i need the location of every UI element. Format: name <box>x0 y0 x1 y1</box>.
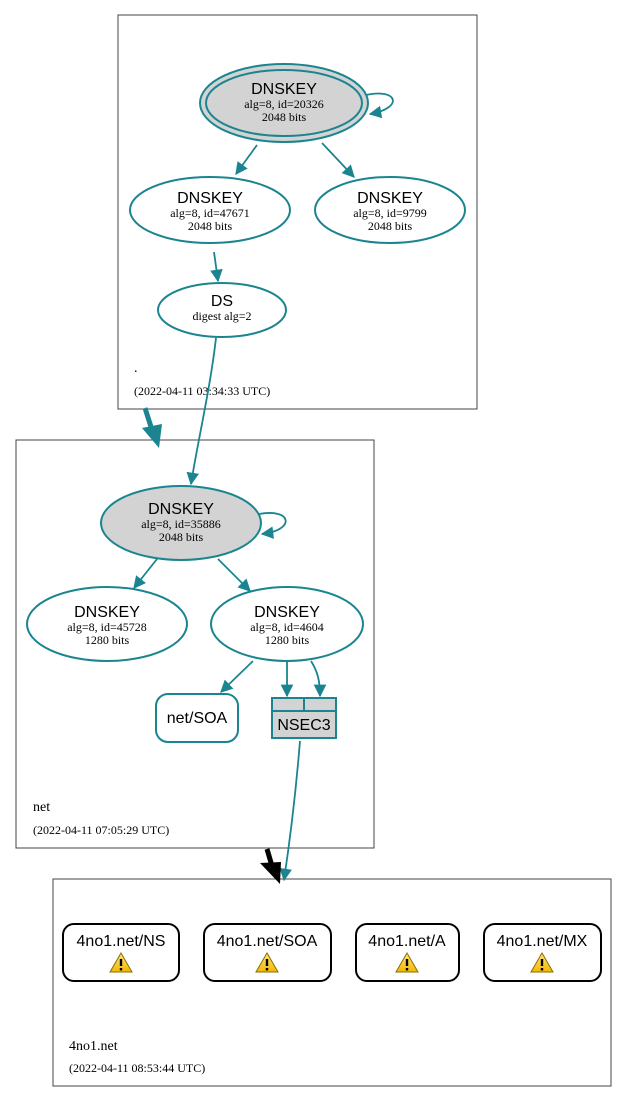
warning-icon <box>395 952 419 973</box>
net-nsec3-to-domain-edge <box>279 740 301 882</box>
net-soa-node[interactable]: net/SOA <box>155 693 239 743</box>
zone-domain-name: 4no1.net <box>69 1039 118 1054</box>
net-zsk2-to-soa-edge <box>220 660 254 693</box>
net-nsec3-node[interactable]: NSEC3 <box>271 697 337 739</box>
root-ds-node[interactable]: DS digest alg=2 <box>157 282 287 338</box>
root-ksk-node[interactable]: DNSKEY alg=8, id=20326 2048 bits <box>199 63 369 143</box>
root-zsk2-line2: 2048 bits <box>368 219 413 233</box>
net-soa-label: net/SOA <box>167 710 228 727</box>
zone-root-name: . <box>134 361 138 376</box>
zone-net-name: net <box>33 800 50 815</box>
net-ksk-to-zsk1-edge <box>133 558 158 589</box>
net-nsec3-label: NSEC3 <box>277 717 330 734</box>
record-mx-node[interactable]: 4no1.net/MX <box>483 923 602 982</box>
zone-net-timestamp: (2022-04-11 07:05:29 UTC) <box>33 823 169 837</box>
root-ds-title: DS <box>211 293 233 310</box>
record-ns-label: 4no1.net/NS <box>77 933 166 950</box>
net-zsk1-line1: alg=8, id=45728 <box>67 620 147 634</box>
zone-domain: 4no1.net/NS 4no1.net/SOA 4no1.net/A <box>52 878 612 1087</box>
root-ksk-to-zsk2-edge <box>321 142 355 178</box>
root-zsk2-title: DNSKEY <box>357 190 423 207</box>
root-zsk1-line1: alg=8, id=47671 <box>170 206 250 220</box>
warning-icon <box>109 952 133 973</box>
record-a-node[interactable]: 4no1.net/A <box>355 923 460 982</box>
net-zsk1-title: DNSKEY <box>74 604 140 621</box>
net-ksk-title: DNSKEY <box>148 501 214 518</box>
zone-domain-timestamp: (2022-04-11 08:53:44 UTC) <box>69 1061 205 1075</box>
record-mx-label: 4no1.net/MX <box>497 933 588 950</box>
root-ksk-to-zsk1-edge <box>235 144 258 176</box>
record-a-label: 4no1.net/A <box>368 933 446 950</box>
root-ds-to-net-ksk-edge <box>186 337 217 486</box>
root-zsk2-node[interactable]: DNSKEY alg=8, id=9799 2048 bits <box>314 176 466 244</box>
net-zsk2-line1: alg=8, id=4604 <box>250 620 324 634</box>
root-ds-line1: digest alg=2 <box>192 309 251 323</box>
root-ksk-line2: 2048 bits <box>262 110 307 124</box>
warning-icon <box>255 952 279 973</box>
root-ksk-self-signature-edge <box>365 92 394 119</box>
net-ksk-line1: alg=8, id=35886 <box>141 517 221 531</box>
net-zsk1-node[interactable]: DNSKEY alg=8, id=45728 1280 bits <box>26 586 188 662</box>
net-ksk-self-signature-edge <box>258 512 287 539</box>
root-ksk-line1: alg=8, id=20326 <box>244 97 324 111</box>
zone-domain-box <box>52 878 612 1087</box>
root-ksk-inner-ring <box>205 69 363 137</box>
net-ksk-line2: 2048 bits <box>159 530 204 544</box>
record-ns-node[interactable]: 4no1.net/NS <box>62 923 180 982</box>
delegation-net-to-domain-arrow <box>260 848 281 884</box>
zone-net: DNSKEY alg=8, id=35886 2048 bits DNSKEY … <box>15 439 375 849</box>
root-zsk2-line1: alg=8, id=9799 <box>353 206 427 220</box>
net-zsk1-line2: 1280 bits <box>85 633 130 647</box>
net-ksk-to-zsk2-edge <box>217 558 251 592</box>
net-zsk2-line2: 1280 bits <box>265 633 310 647</box>
warning-icon <box>530 952 554 973</box>
root-zsk1-title: DNSKEY <box>177 190 243 207</box>
net-zsk2-to-nsec3-edge-b <box>310 660 327 698</box>
root-ksk-title: DNSKEY <box>251 81 317 98</box>
net-zsk2-node[interactable]: DNSKEY alg=8, id=4604 1280 bits <box>210 586 364 662</box>
net-ksk-node[interactable]: DNSKEY alg=8, id=35886 2048 bits <box>100 485 262 561</box>
zone-root-timestamp: (2022-04-11 03:34:33 UTC) <box>134 384 270 398</box>
zone-root: DNSKEY alg=8, id=20326 2048 bits DNSKEY … <box>117 14 478 410</box>
record-soa-node[interactable]: 4no1.net/SOA <box>203 923 332 982</box>
delegation-root-to-net-arrow <box>142 407 162 448</box>
root-zsk1-node[interactable]: DNSKEY alg=8, id=47671 2048 bits <box>129 176 291 244</box>
net-zsk2-title: DNSKEY <box>254 604 320 621</box>
root-zsk1-to-ds-edge <box>210 251 223 283</box>
record-soa-label: 4no1.net/SOA <box>217 933 318 950</box>
root-zsk1-line2: 2048 bits <box>188 219 233 233</box>
